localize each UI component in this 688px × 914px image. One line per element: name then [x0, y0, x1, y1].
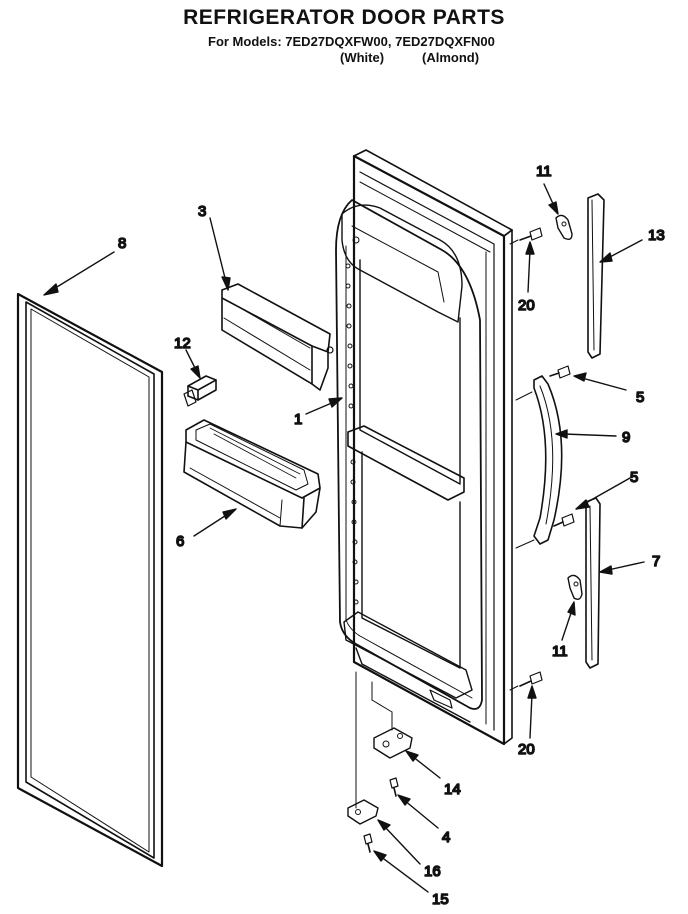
callout-15: 15 [432, 891, 449, 908]
callout-5-upper: 5 [636, 389, 644, 406]
part-20-screw-lower [509, 671, 543, 691]
part-9-handle [515, 375, 563, 549]
part-14-hinge-bracket [373, 727, 413, 759]
part-16-hinge-cam [347, 799, 379, 825]
part-13-trim-upper [587, 193, 605, 359]
variant-white: (White) [340, 50, 385, 65]
part-15-screw [363, 833, 373, 853]
callout-9: 9 [622, 429, 630, 446]
callout-4: 4 [442, 829, 450, 846]
callout-3: 3 [198, 203, 206, 220]
callout-20-upper: 20 [518, 297, 535, 314]
variant-almond: (Almond) [422, 50, 480, 65]
callout-12: 12 [174, 335, 191, 352]
part-12-hinge [183, 375, 217, 407]
callout-6: 6 [176, 533, 184, 550]
callout-1: 1 [294, 411, 302, 428]
part-11-door-stop-upper [555, 214, 573, 241]
callout-20-lower: 20 [518, 741, 535, 758]
callout-16: 16 [424, 863, 441, 880]
callout-13: 13 [648, 227, 665, 244]
part-20-screw-upper [509, 227, 543, 245]
callout-11-upper: 11 [536, 163, 552, 180]
part-5-screw-lower [553, 513, 575, 527]
part-3-dairy-door [221, 283, 334, 391]
callout-8: 8 [118, 235, 126, 252]
models-line: For Models: 7ED27DQXFW00, 7ED27DQXFN00 [208, 34, 495, 49]
part-4-screw [389, 777, 399, 797]
part-7-trim-lower [585, 497, 601, 669]
callout-5-lower: 5 [630, 469, 638, 486]
part-8-door-gasket [16, 292, 164, 868]
diagram-title: REFRIGERATOR DOOR PARTS [183, 6, 505, 29]
part-6-door-bin [183, 419, 321, 529]
part-5-screw-upper [549, 365, 571, 379]
leader-lines [43, 183, 645, 893]
callout-7: 7 [652, 553, 660, 570]
part-1-refrigerator-door [335, 149, 513, 746]
part-11-door-stop-lower [567, 574, 583, 601]
callout-14: 14 [444, 781, 461, 798]
callout-11-lower: 11 [552, 643, 568, 660]
